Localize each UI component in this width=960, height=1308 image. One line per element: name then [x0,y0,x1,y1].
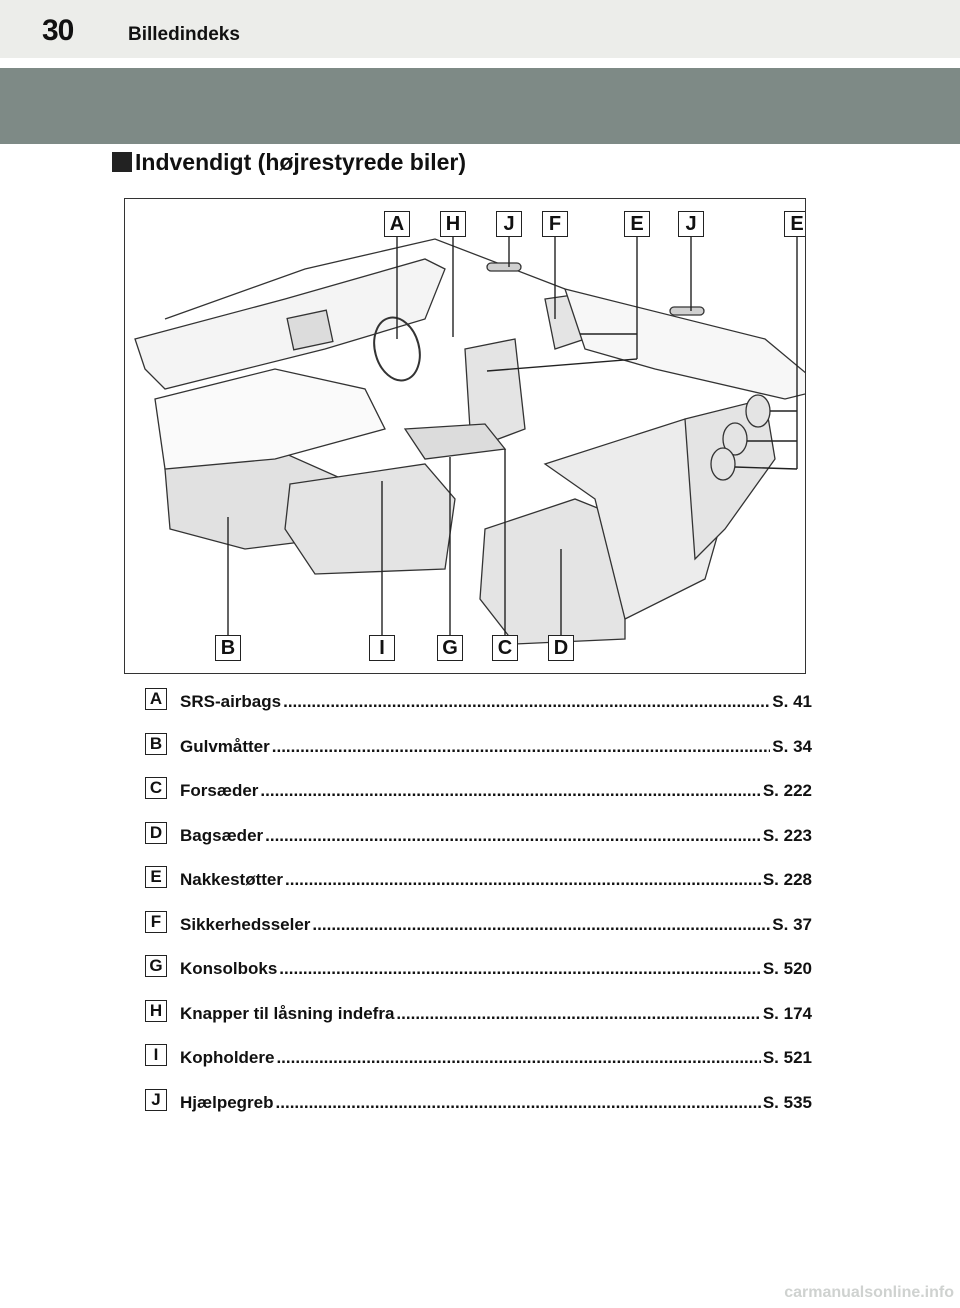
legend-letter: F [145,910,167,933]
legend-page-ref: S. 174 [762,1003,812,1023]
callout-F: F [542,211,568,237]
legend-page-ref: S. 37 [772,914,812,934]
leader-dots [276,1093,761,1113]
legend-page-ref: S. 222 [762,781,812,800]
section-banner [0,68,960,144]
leader-dots [272,737,771,757]
legend-letter: J [145,1088,167,1111]
legend-item: E Nakkestøtter S. 228 [145,866,815,911]
legend-item: H Knapper til låsning indefra S. 174 [145,999,815,1045]
legend-page-ref: S. 520 [762,959,812,978]
leader-dots [283,692,770,712]
callout-J: J [496,211,522,237]
callout-C: C [492,635,518,661]
legend-entry[interactable]: Sikkerhedsseler S. 37 [180,915,812,935]
interior-illustration: A H J F E J E B I G C D [124,198,806,674]
legend-page-ref: S. 223 [762,825,812,845]
heading-square-icon [112,152,132,172]
legend-letter: I [145,1044,167,1066]
section-heading: Indvendigt (højrestyrede biler) [112,149,466,176]
header-title: Billedindeks [128,24,240,45]
watermark: carmanualsonline.info [784,1284,954,1301]
legend-item: B Gulvmåtter S. 34 [145,732,815,778]
legend-entry[interactable]: Hjælpegreb S. 535 [180,1093,812,1113]
legend-entry[interactable]: Bagsæder S. 223 [180,826,812,846]
legend-label: Kopholdere [180,1048,275,1067]
page-number: 30 [42,14,74,47]
legend-label: Knapper til låsning indefra [180,1003,395,1023]
callout-H: H [440,211,466,237]
legend-letter: B [145,732,167,755]
callout-J-2: J [678,211,704,237]
leader-dots [396,1004,760,1024]
legend-letter: G [145,955,167,977]
legend-letter: H [145,999,167,1022]
callout-A: A [384,211,410,237]
legend-letter: A [145,688,167,710]
callout-B: B [215,635,241,661]
legend-page-ref: S. 228 [762,870,812,889]
callout-G: G [437,635,463,661]
callout-I: I [369,635,395,661]
legend-label: Hjælpegreb [180,1092,274,1112]
legend-page-ref: S. 535 [762,1092,812,1112]
callout-E-2: E [784,211,805,237]
legend-item: F Sikkerhedsseler S. 37 [145,910,815,956]
legend-item: D Bagsæder S. 223 [145,821,815,867]
legend-item: J Hjælpegreb S. 535 [145,1088,815,1134]
legend-page-ref: S. 41 [772,692,812,711]
leader-dots [285,870,761,890]
header-bar: 30 Billedindeks [0,0,960,58]
legend-label: Sikkerhedsseler [180,914,311,934]
legend-list: A SRS-airbags S. 41 B Gulvmåtter S. 34 C F… [145,688,815,1133]
legend-item: A SRS-airbags S. 41 [145,688,815,733]
legend-entry[interactable]: Forsæder S. 222 [180,781,812,801]
legend-label: Gulvmåtter [180,736,270,756]
section-heading-text: Indvendigt (højrestyrede biler) [135,149,466,175]
legend-letter: D [145,821,167,844]
legend-item: C Forsæder S. 222 [145,777,815,822]
leader-dots [279,959,761,979]
legend-page-ref: S. 521 [762,1048,812,1067]
legend-label: Forsæder [180,781,259,800]
leader-dots [276,1048,760,1068]
legend-letter: E [145,866,167,888]
legend-label: Konsolboks [180,959,278,978]
callout-E: E [624,211,650,237]
legend-letter: C [145,777,167,799]
legend-entry[interactable]: Nakkestøtter S. 228 [180,870,812,890]
legend-item: I Kopholdere S. 521 [145,1044,815,1089]
legend-label: SRS-airbags [180,692,282,711]
callout-D: D [548,635,574,661]
legend-entry[interactable]: Konsolboks S. 520 [180,959,812,979]
legend-entry[interactable]: Knapper til låsning indefra S. 174 [180,1004,812,1024]
legend-entry[interactable]: Gulvmåtter S. 34 [180,737,812,757]
leader-dots [260,781,760,801]
leader-dots [312,915,770,935]
legend-item: G Konsolboks S. 520 [145,955,815,1000]
leader-dots [265,826,761,846]
legend-label: Bagsæder [180,825,264,845]
legend-entry[interactable]: SRS-airbags S. 41 [180,692,812,712]
legend-entry[interactable]: Kopholdere S. 521 [180,1048,812,1068]
car-interior-drawing [134,235,805,645]
legend-page-ref: S. 34 [772,736,812,756]
legend-label: Nakkestøtter [180,870,283,889]
